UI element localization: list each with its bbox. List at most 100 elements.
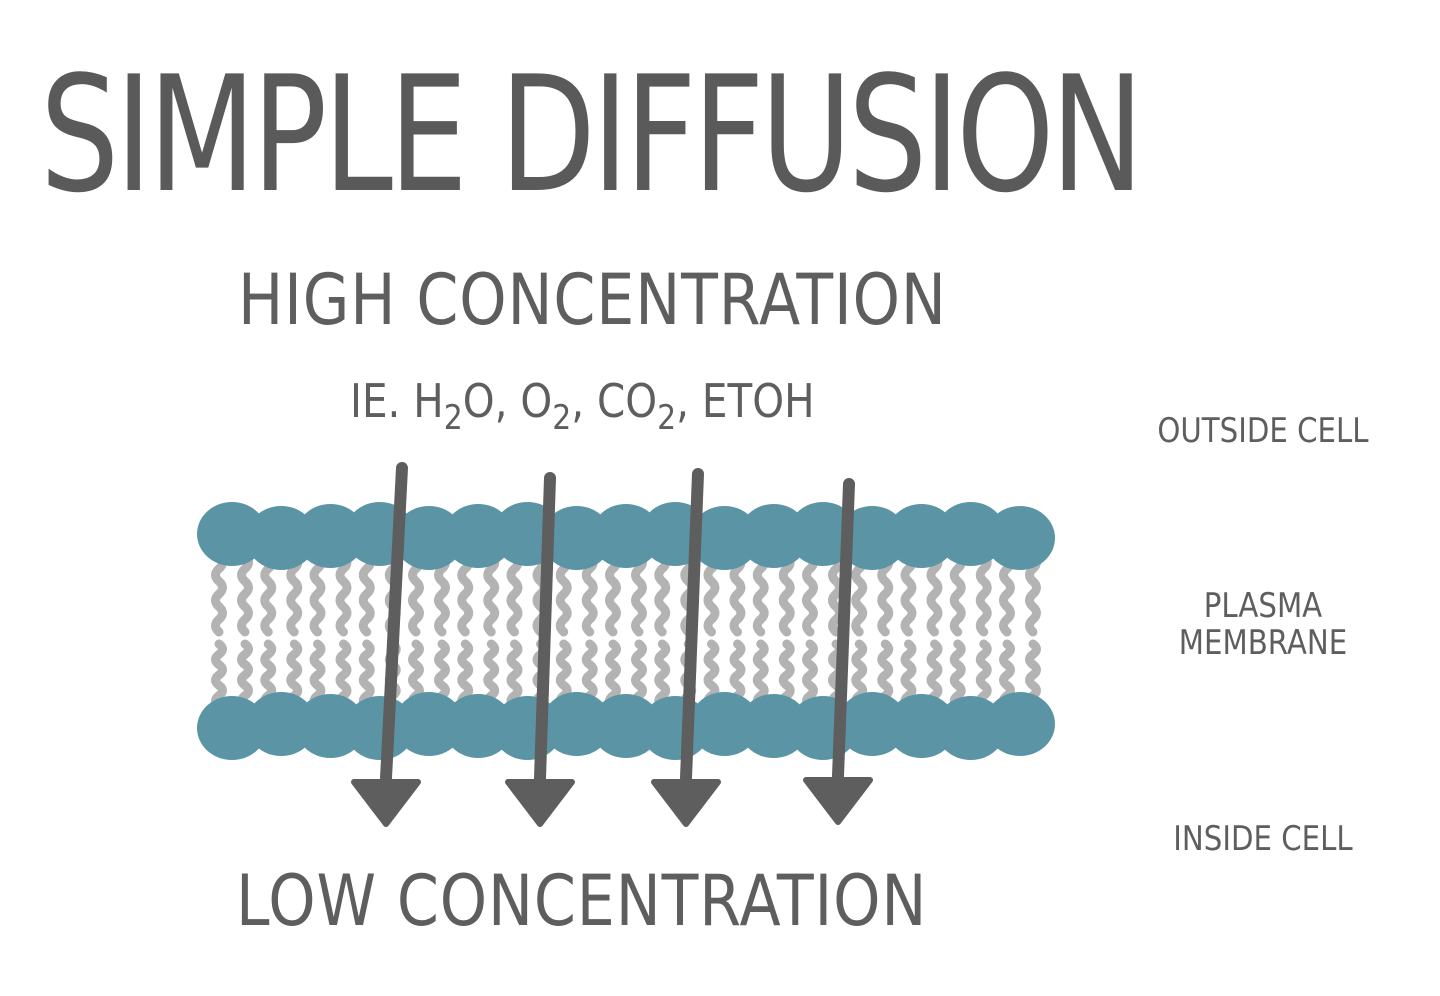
lipid-tail-icon: [335, 639, 352, 711]
lipid-tail-icon: [605, 551, 621, 637]
lipid-tail-icon: [926, 639, 943, 711]
examples-co2: , CO: [571, 374, 658, 428]
examples-suffix: , ETOH: [676, 374, 815, 428]
lipid-tail-icon: [949, 551, 966, 637]
lipid-tail-icon: [654, 639, 671, 711]
phospholipid-head-icon: [443, 694, 514, 758]
lipid-tail-icon: [778, 639, 795, 711]
low-concentration-label: LOW CONCENTRATION: [236, 860, 928, 942]
lipid-tail-icon: [949, 639, 966, 711]
phospholipid-head-icon: [689, 506, 760, 570]
diagram-title: SIMPLE DIFFUSION: [40, 41, 1144, 228]
lipid-tail-icon: [335, 551, 352, 637]
lipid-tail-icon: [654, 551, 671, 637]
down-arrow-icon: [803, 777, 873, 825]
phospholipid-head-icon: [985, 506, 1055, 570]
phospholipid-head-icon: [394, 692, 464, 756]
lipid-tail-icon: [434, 551, 450, 637]
lipid-tail-icon: [631, 551, 647, 637]
phospholipid-head-icon: [837, 692, 908, 756]
lipid-tail-icon: [999, 551, 1015, 637]
lipid-tail-icon: [975, 551, 992, 637]
lipid-tail-icon: [752, 639, 769, 711]
phospholipid-head-icon: [541, 506, 612, 570]
down-arrow-icon: [351, 779, 421, 827]
lipid-tail-icon: [237, 639, 253, 711]
phospholipid-head-icon: [295, 504, 366, 568]
phospholipid-head-icon: [985, 692, 1055, 756]
lipid-tail-icon: [900, 551, 917, 637]
phospholipid-head-icon: [886, 694, 957, 758]
phospholipid-head-icon: [837, 506, 908, 570]
inner-head-row: [197, 692, 1055, 760]
phospholipid-head-icon: [886, 504, 957, 568]
phospholipid-head-icon: [738, 694, 809, 758]
lipid-tail-icon: [457, 551, 474, 637]
lipid-tail-icon: [457, 639, 474, 711]
lipid-tail-icon: [752, 551, 769, 637]
inside-cell-label: INSIDE CELL: [1173, 819, 1353, 859]
arrow-shaft: [534, 472, 556, 784]
examples-o2: O, O: [462, 374, 553, 428]
plasma-membrane-label: PLASMA MEMBRANE: [1138, 588, 1387, 661]
lipid-tail-icon: [286, 551, 303, 637]
lipid-tail-icon: [483, 551, 500, 637]
lipid-tail-icon: [483, 639, 500, 711]
lipid-tail-icon: [851, 551, 868, 637]
lipid-tail-icon: [309, 639, 326, 711]
lipid-tail-icon: [631, 639, 647, 711]
phospholipid-head-icon: [689, 692, 760, 756]
phospholipid-head-icon: [246, 692, 317, 756]
arrow-shaft: [380, 462, 408, 784]
diffusion-arrows: [351, 462, 873, 827]
co2-subscript: 2: [657, 398, 677, 438]
phospholipid-head-icon: [591, 694, 661, 758]
outer-head-row: [197, 502, 1055, 570]
lipid-tail-icon: [828, 551, 844, 637]
lipid-tail-icon: [555, 551, 572, 637]
lipid-tail-icon: [1025, 551, 1041, 637]
lipid-tail-icon: [605, 639, 621, 711]
phospholipid-head-icon: [394, 506, 464, 570]
phospholipid-head-icon: [541, 692, 612, 756]
lipid-tail-icon: [877, 551, 894, 637]
lipid-tail-icon: [211, 639, 227, 711]
lipid-tail-icon: [408, 551, 424, 637]
molecule-examples-label: IE. H2O, O2, CO2, ETOH: [350, 378, 815, 435]
lipid-tail-icon: [926, 551, 943, 637]
lipid-tails: [211, 551, 1041, 711]
lipid-tail-icon: [729, 551, 746, 637]
phospholipid-head-icon: [591, 504, 661, 568]
lipid-tail-icon: [309, 551, 326, 637]
high-concentration-label: HIGH CONCENTRATION: [238, 259, 947, 341]
lipid-tail-icon: [802, 639, 818, 711]
down-arrow-icon: [505, 779, 575, 827]
lipid-tail-icon: [237, 551, 253, 637]
lipid-tail-icon: [975, 639, 992, 711]
phospholipid-head-icon: [295, 694, 366, 758]
plasma-membrane-label-line2: MEMBRANE: [1178, 622, 1348, 663]
lipid-tail-icon: [506, 639, 523, 711]
plasma-membrane-label-line1: PLASMA: [1203, 586, 1323, 626]
lipid-tail-icon: [778, 551, 795, 637]
outside-cell-label: OUTSIDE CELL: [1157, 411, 1369, 451]
lipid-tail-icon: [358, 551, 375, 637]
o2-subscript: 2: [552, 398, 572, 438]
phospholipid-head-icon: [246, 506, 317, 570]
lipid-tail-icon: [581, 551, 598, 637]
phospholipid-head-icon: [738, 504, 809, 568]
lipid-tail-icon: [703, 551, 720, 637]
lipid-tail-icon: [358, 639, 375, 711]
arrow-shaft: [832, 478, 855, 782]
examples-prefix: IE. H: [350, 374, 444, 428]
lipid-tail-icon: [211, 551, 227, 637]
down-arrow-icon: [651, 779, 721, 827]
arrow-shaft: [680, 468, 704, 784]
h2o-subscript: 2: [443, 398, 463, 438]
lipid-tail-icon: [900, 639, 917, 711]
lipid-tail-icon: [802, 551, 818, 637]
lipid-tail-icon: [260, 551, 277, 637]
phospholipid-head-icon: [443, 504, 514, 568]
